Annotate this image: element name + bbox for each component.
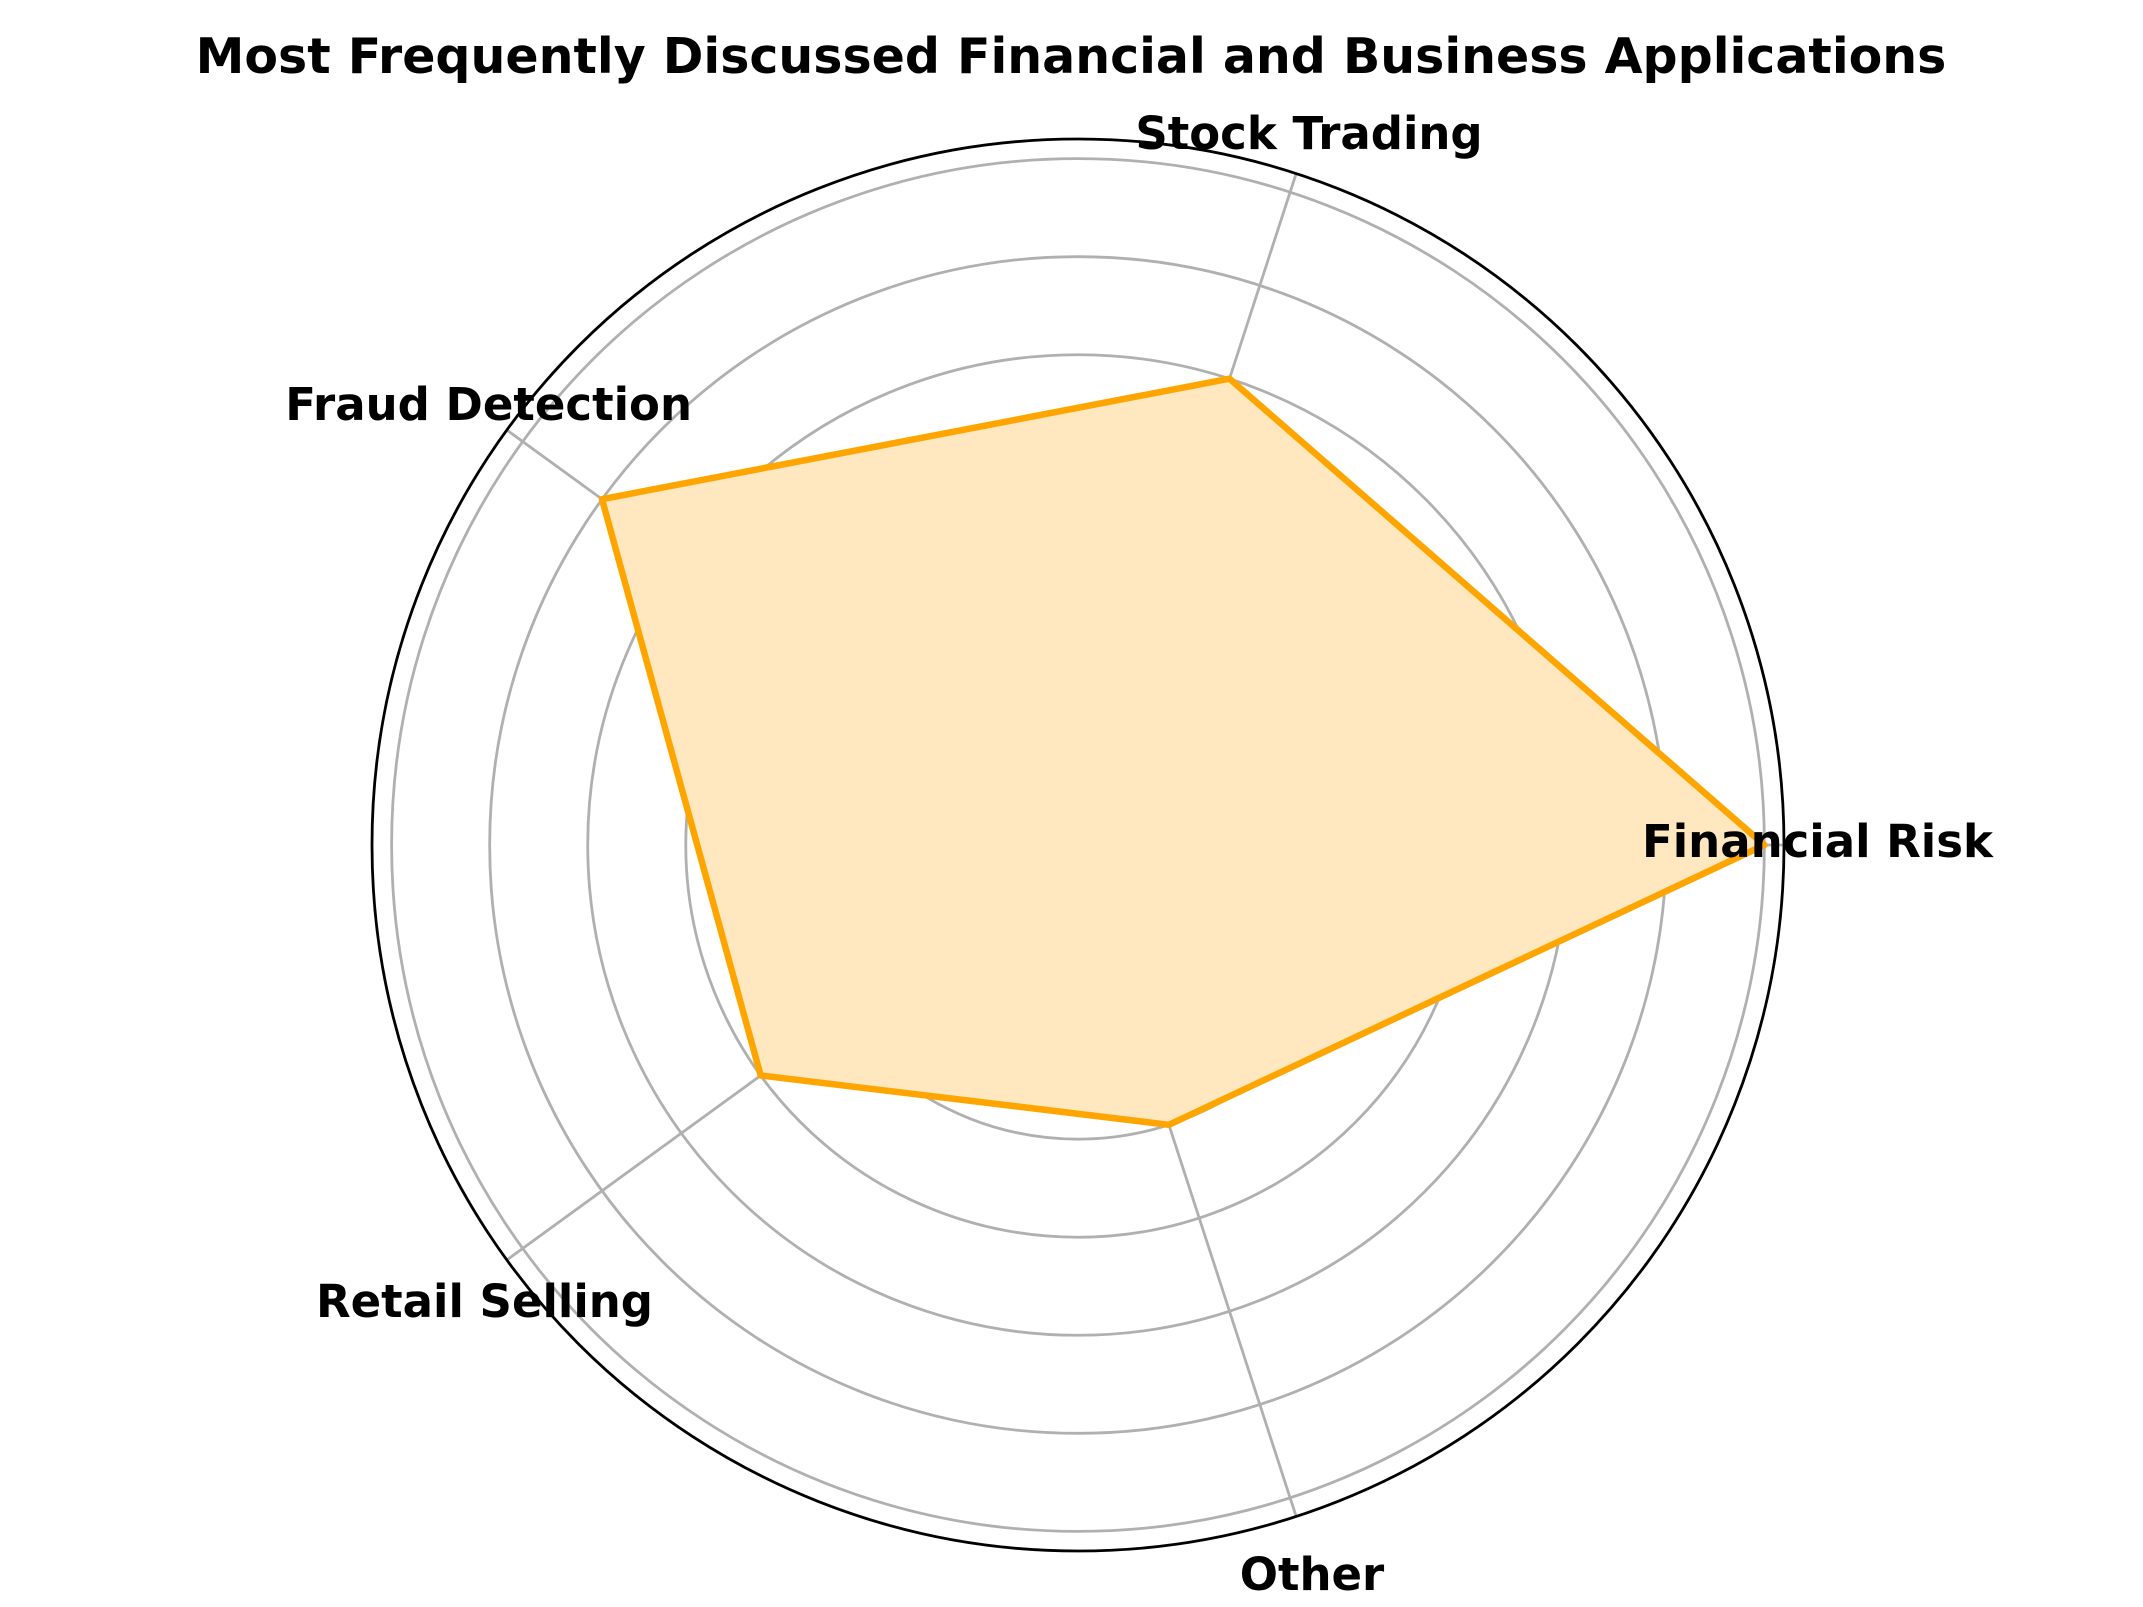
chart-title: Most Frequently Discussed Financial and … — [196, 28, 1947, 85]
series-1-area — [598, 375, 1768, 1129]
category-label-1: Financial Risk — [1642, 815, 1994, 868]
category-label-2: Stock Trading — [1135, 107, 1482, 160]
category-label-5: Other — [1240, 1548, 1385, 1601]
series-layer — [598, 375, 1768, 1129]
category-label-3: Fraud Detection — [285, 378, 692, 431]
category-label-4: Retail Selling — [316, 1275, 653, 1328]
polar-frame — [370, 137, 1786, 1553]
